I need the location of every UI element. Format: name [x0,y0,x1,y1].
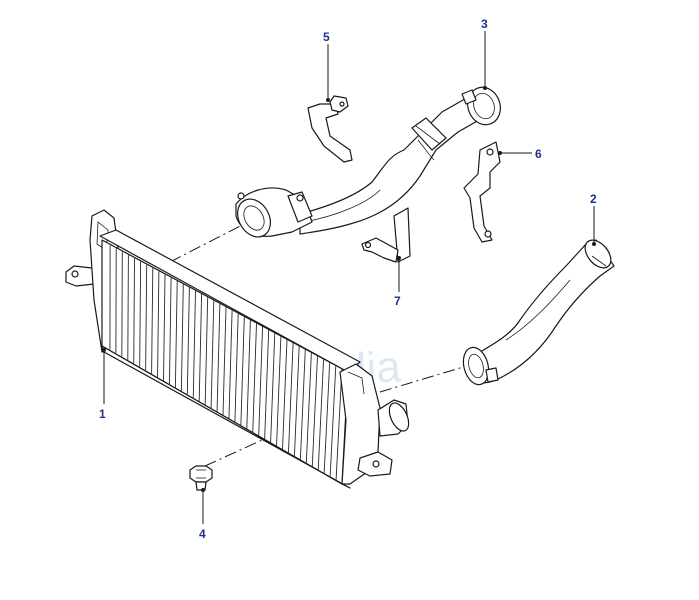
callout-5: 5 [323,30,330,44]
callout-7: 7 [394,294,401,308]
fin-line [311,355,318,467]
callout-4: 4 [199,527,206,541]
fin-line [335,368,343,481]
fin-line [127,254,129,360]
callout-3: 3 [481,17,488,31]
fin-line [204,297,209,405]
fin-line [252,323,257,433]
fin-line [133,258,135,364]
fin-line [151,267,154,374]
fin-line [169,277,172,384]
fin-line [157,271,160,378]
fin-line [210,300,215,409]
fin-line [293,345,300,457]
cooling-fins [109,245,343,481]
bolt-4 [189,465,213,491]
fin-line [282,339,288,450]
fin-line [323,362,331,474]
fin-line [270,332,276,443]
bracket-7 [361,207,411,263]
fin-line [317,358,325,471]
fin-line [288,342,294,453]
callout-2: 2 [590,192,597,206]
upper-hose [235,86,501,238]
bracket-6 [463,141,501,243]
fin-line [198,293,203,402]
fin-line [234,313,239,422]
fin-line [192,290,196,398]
fin-line [180,284,184,391]
fin-line [299,349,306,460]
lower-hose [462,239,615,386]
fin-line [258,326,264,436]
fin-line [240,316,245,426]
fin-line [228,310,233,419]
fin-line [222,306,227,416]
fin-line [163,274,166,381]
fin-line [305,352,312,464]
fin-line [264,329,270,440]
fin-line [145,264,148,371]
fin-line [329,365,337,478]
fin-line [186,287,190,395]
fin-line [216,303,221,412]
assembly-line-upper [169,221,249,263]
bracket-5 [307,95,353,163]
fin-line [139,261,142,367]
intercooler-core [65,209,410,489]
assembly-line-lower [379,364,471,393]
fin-line [246,319,251,429]
callout-1: 1 [99,407,106,421]
fin-line [174,280,178,388]
fin-line [276,336,282,447]
callout-6: 6 [535,147,542,161]
